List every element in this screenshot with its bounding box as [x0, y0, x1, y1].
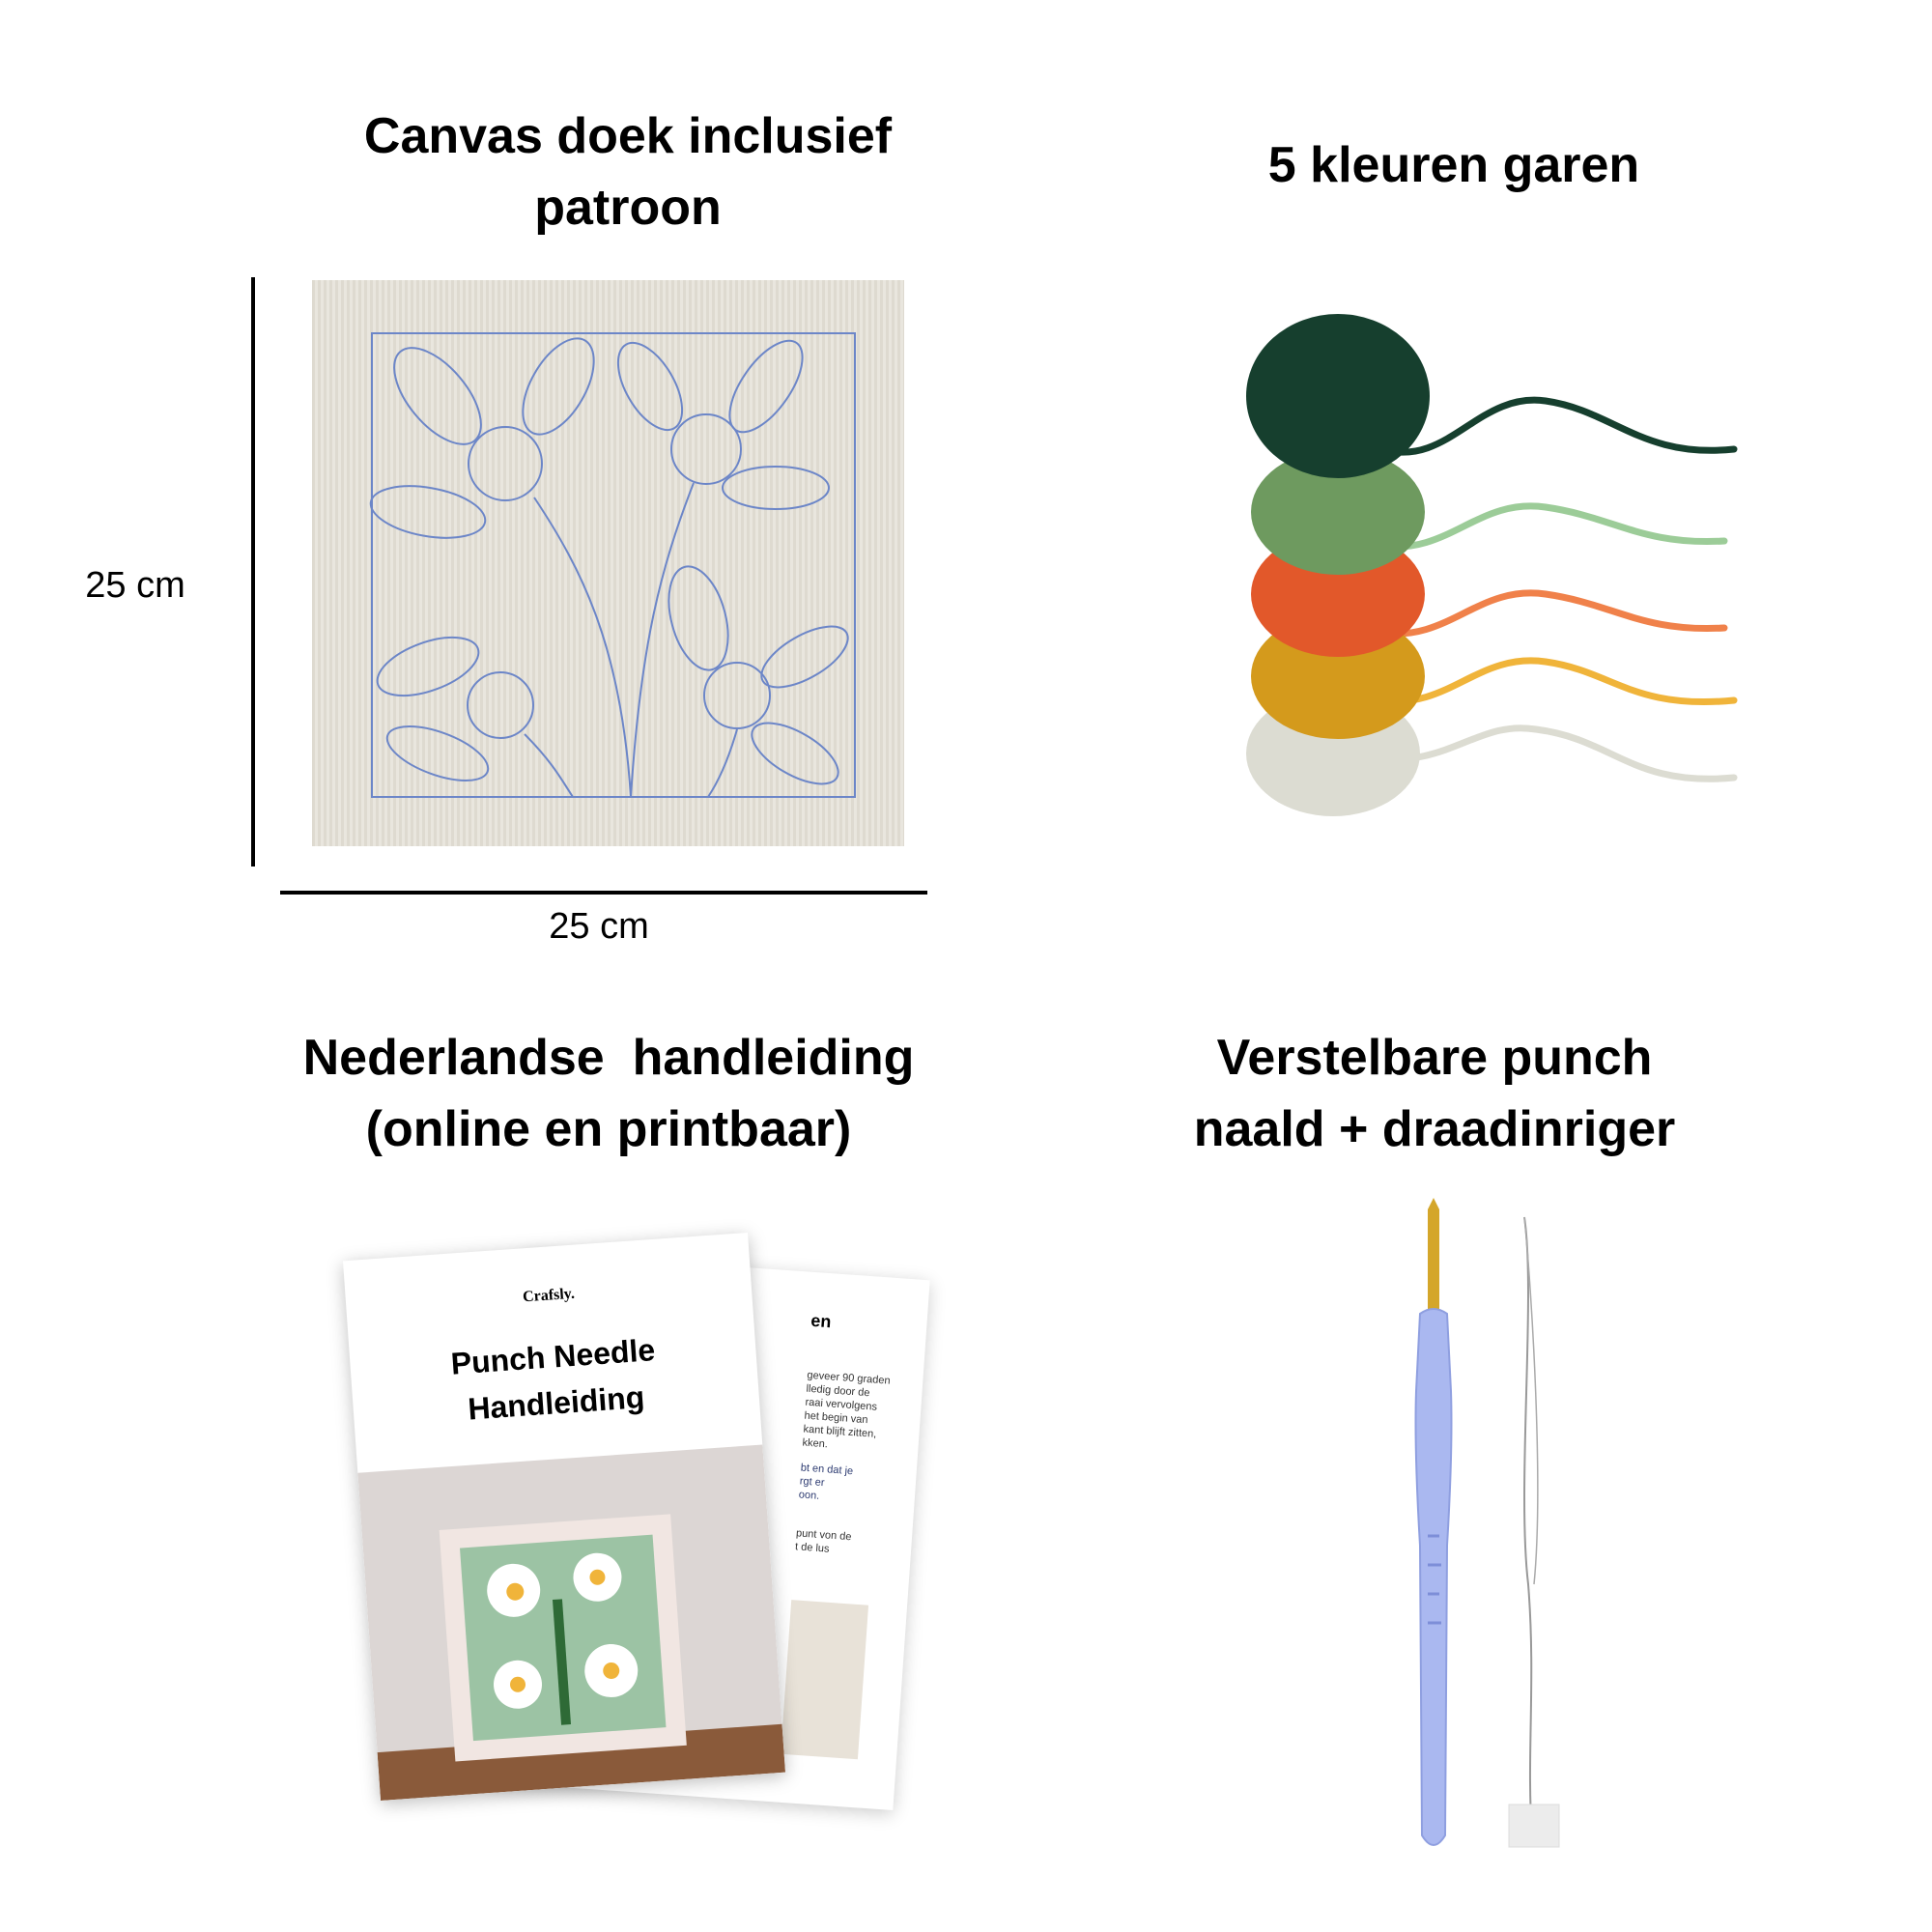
yarn-strand-white — [1368, 724, 1738, 782]
canvas-title-line1: Canvas doek inclusief — [363, 108, 893, 164]
canvas-pattern-image — [312, 280, 904, 846]
manual-title: Nederlandse handleiding (online en printb… — [232, 1022, 985, 1165]
needle-handle — [1414, 1308, 1453, 1846]
manual-title-line1: Nederlandse handleiding — [302, 1030, 915, 1086]
canvas-title-line2: patroon — [534, 180, 722, 236]
height-label: 25 cm — [85, 565, 185, 606]
back-heading: en — [810, 1310, 833, 1332]
canvas-title: Canvas doek inclusief patroon — [309, 100, 947, 243]
needle-tip — [1428, 1198, 1439, 1314]
punch-art — [460, 1534, 667, 1742]
height-dimension-line — [251, 277, 255, 867]
yarn-strand-darkgreen — [1378, 396, 1738, 456]
needle-title-line2: naald + draadinriger — [1193, 1101, 1676, 1157]
needle-title: Verstelbare punch naald + draadinriger — [1082, 1022, 1787, 1165]
yarn-strand-yellow — [1378, 657, 1738, 706]
booklet-brand: Crafsly. — [522, 1285, 576, 1306]
back-text: geveer 90 graden lledig door de raai ver… — [795, 1369, 891, 1560]
petals — [369, 337, 849, 785]
threader-wire — [1523, 1216, 1533, 1836]
back-photo — [781, 1600, 869, 1760]
punch-needle-image — [1414, 1198, 1560, 1848]
threader-handle — [1508, 1804, 1560, 1848]
width-dimension-line — [280, 891, 927, 895]
punch-art-frame — [439, 1514, 687, 1762]
manual-title-line2: (online en printbaar) — [365, 1101, 852, 1157]
yarn-balls-image — [1246, 314, 1738, 816]
yarn-strand-orange — [1378, 589, 1728, 638]
booklet-photo — [357, 1444, 786, 1801]
needle-title-line1: Verstelbare punch — [1216, 1030, 1653, 1086]
yarn-title-line1: 5 kleuren garen — [1267, 137, 1640, 193]
yarn-ball-darkgreen — [1246, 314, 1430, 478]
booklet-image: en geveer 90 graden lledig door de raai … — [342, 1227, 941, 1810]
yarn-ball-lightgreen — [1251, 449, 1425, 575]
yarn-title: 5 kleuren garen — [1159, 129, 1748, 201]
yarn-strand-lightgreen — [1378, 502, 1728, 551]
width-label: 25 cm — [549, 906, 649, 947]
